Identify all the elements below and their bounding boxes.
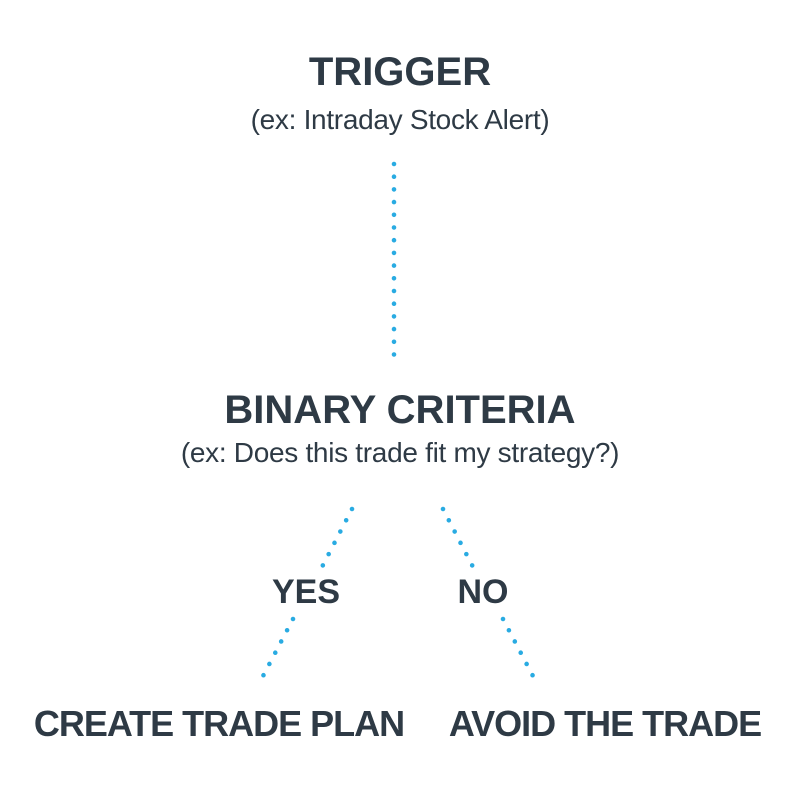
connector-yes-to-create-plan	[259, 616, 296, 681]
binary-criteria-node-subtitle: (ex: Does this trade fit my strategy?)	[180, 437, 620, 468]
connector-binary-to-no	[440, 506, 476, 570]
trigger-node-subtitle: (ex: Intraday Stock Alert)	[250, 104, 550, 135]
connector-no-to-avoid-trade	[500, 616, 537, 681]
no-branch-label: NO	[457, 573, 509, 611]
avoid-the-trade-label: AVOID THE TRADE	[448, 703, 762, 744]
connector-binary-to-yes	[319, 506, 355, 570]
trigger-node-title: TRIGGER	[308, 50, 492, 94]
binary-criteria-node-title: BINARY CRITERIA	[224, 388, 576, 432]
create-trade-plan-label: CREATE TRADE PLAN	[33, 703, 405, 744]
yes-branch-label: YES	[271, 573, 341, 611]
